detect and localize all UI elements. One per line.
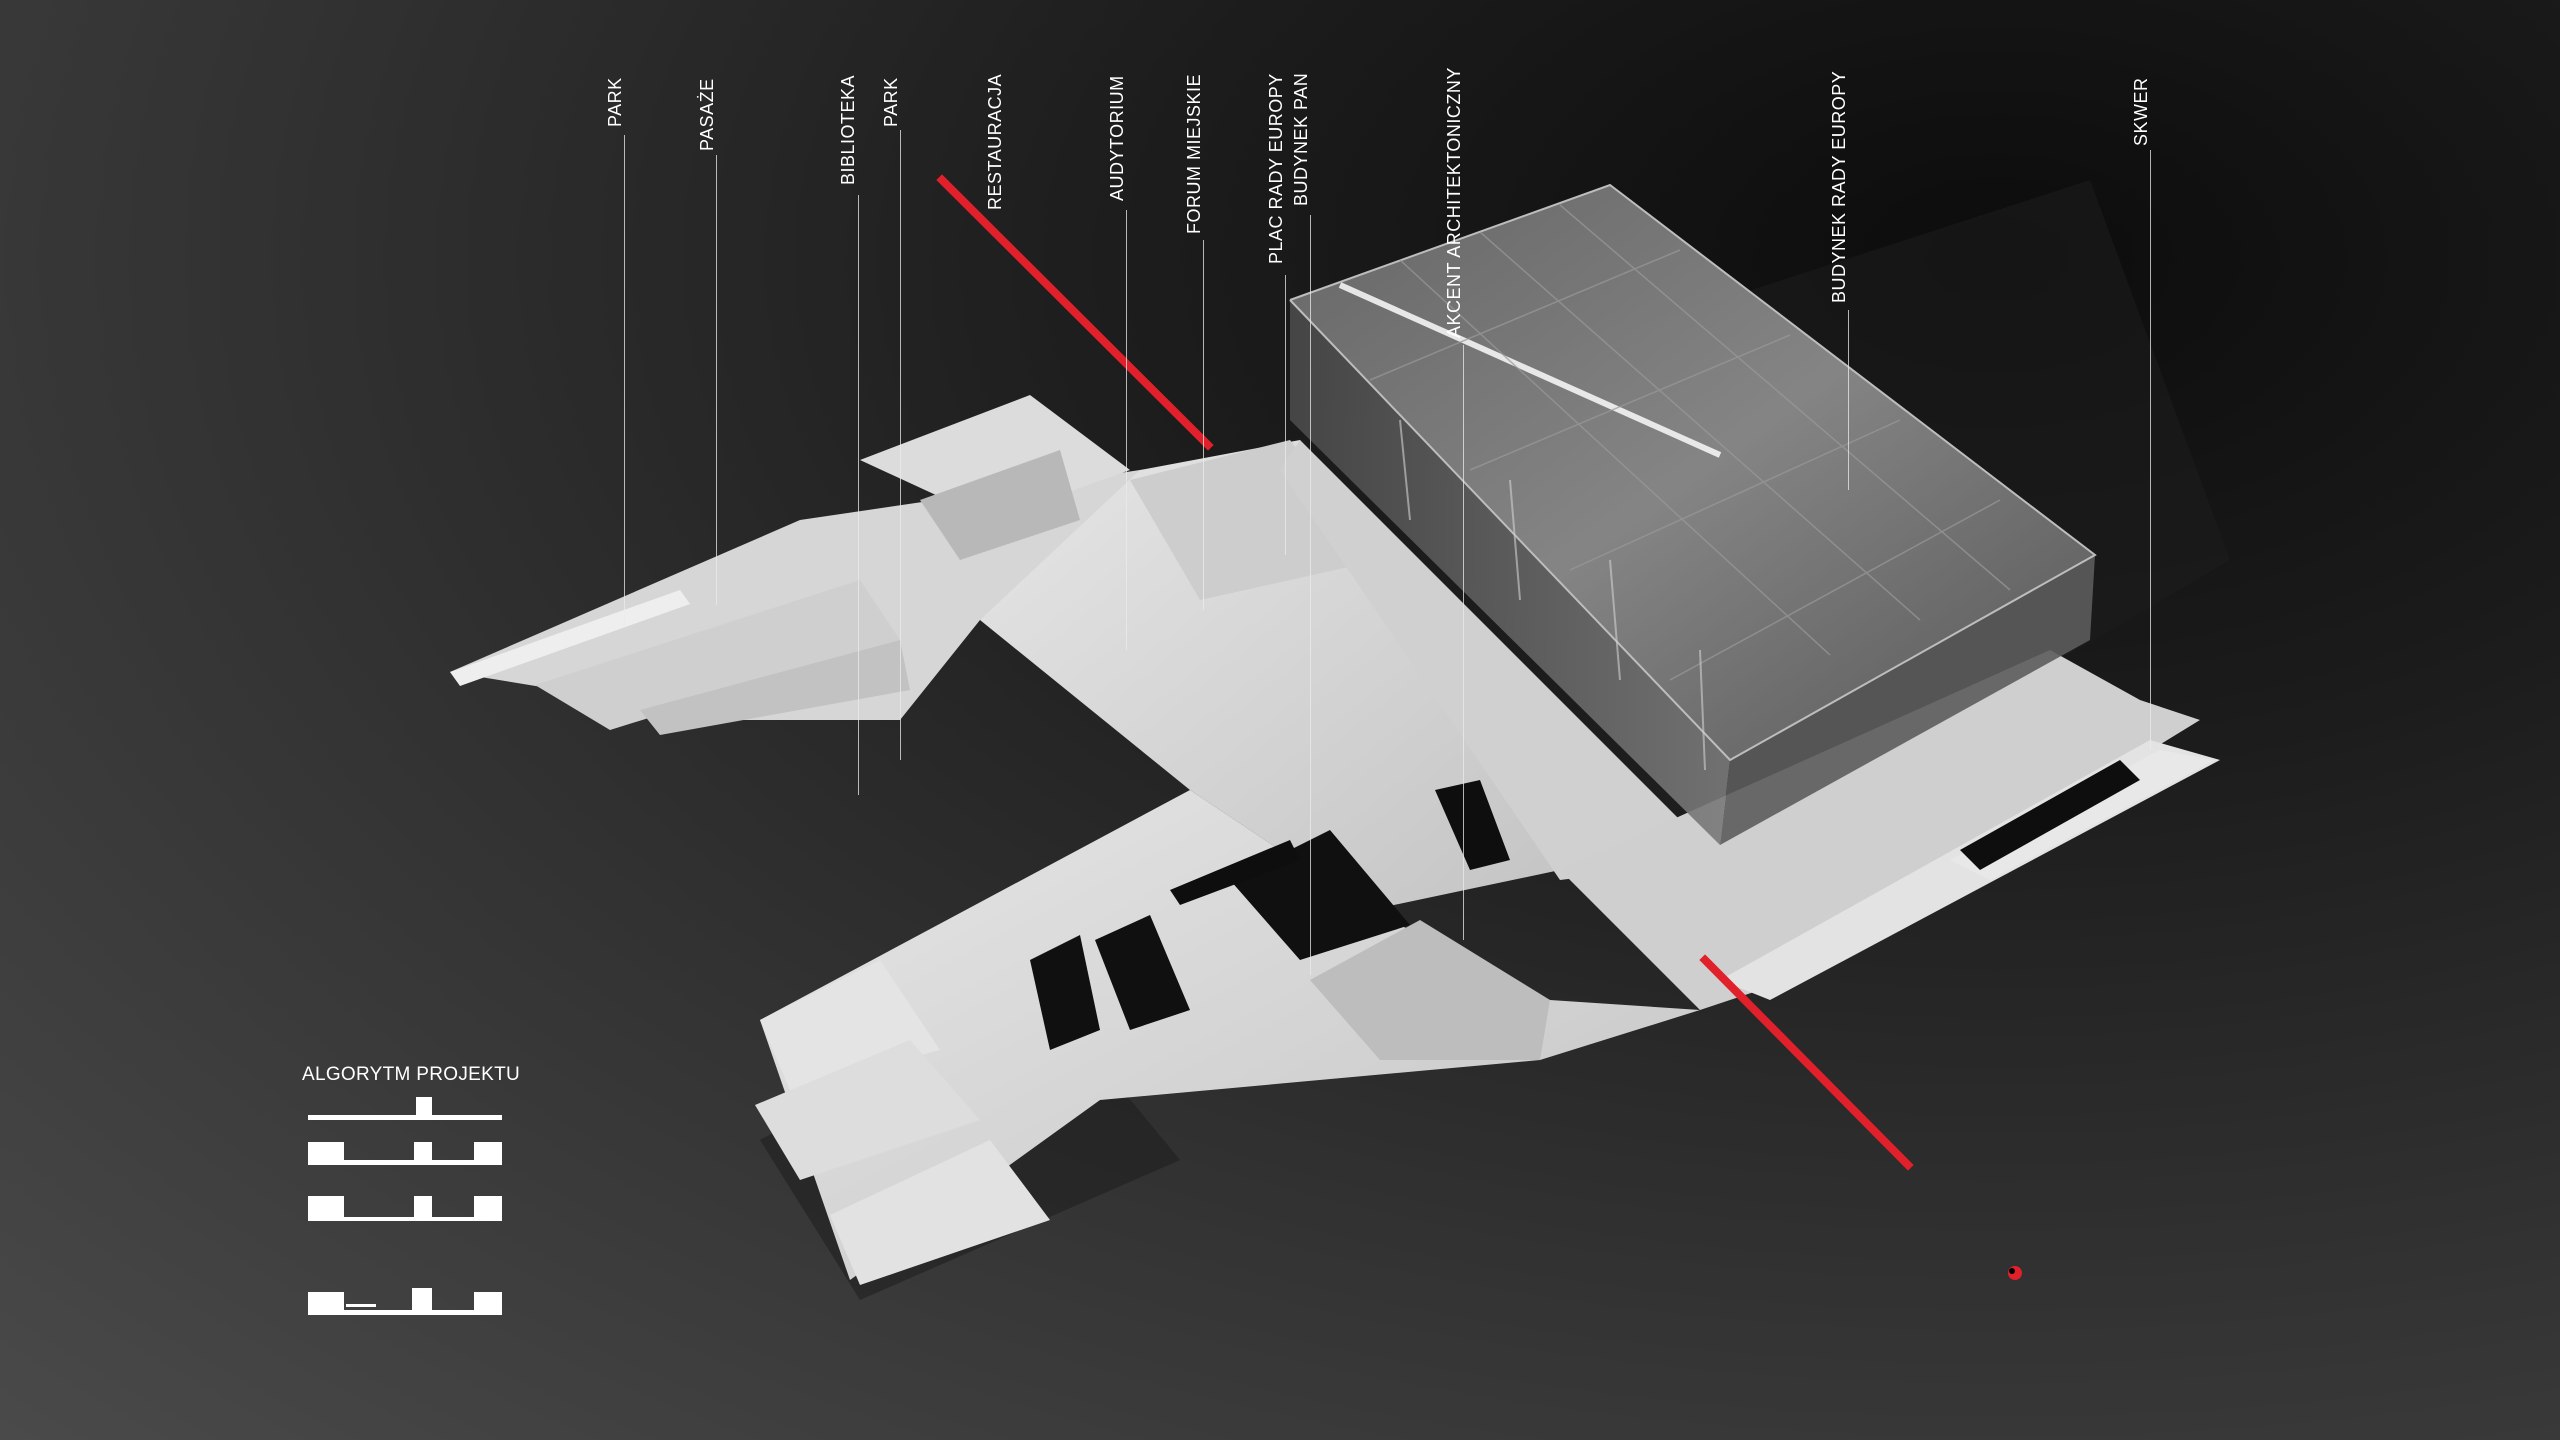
label-pasaze: PASAŻE [697,78,717,151]
leader-park-2 [900,130,901,760]
label-skwer: SKWER [2131,77,2151,146]
leader-plac-rady-europy [1285,275,1286,555]
leader-akcent-architektoniczny [1463,345,1464,940]
label-plac-rady-europy: PLAC RADY EUROPY [1266,73,1286,264]
label-restauracja: RESTAURACJA [985,73,1005,210]
label-forum-miejskie: FORUM MIEJSKIE [1184,73,1204,234]
label-budynek-rady-europy: BUDYNEK RADY EUROPY [1829,70,1849,303]
leader-biblioteka [858,195,859,795]
legend-title: ALGORYTM PROJEKTU [302,1064,521,1085]
label-biblioteka: BIBLIOTEKA [838,74,858,185]
algorithm-step-3 [308,1196,502,1221]
leader-forum-miejskie [1203,240,1204,610]
leader-budynek-rady-europy [1848,310,1849,490]
leader-pasaze [716,155,717,605]
label-park-1: PARK [605,77,625,127]
algorithm-step-4 [308,1288,502,1315]
algorithm-step-1 [308,1115,502,1120]
label-budynek-pan: BUDYNEK PAN [1291,72,1311,206]
leader-skwer [2150,150,2151,750]
model-lower-wing [755,780,1700,1285]
model-glass-building [1289,183,2097,845]
label-park-2: PARK [881,77,901,127]
label-akcent-architektoniczny: AKCENT ARCHITEKTONICZNY [1444,67,1464,338]
leader-audytorium [1126,210,1127,650]
leader-park-1 [624,135,625,625]
model-central-plaza [980,440,1720,910]
algorithm-step-2 [308,1142,502,1165]
leader-budynek-pan [1310,215,1311,975]
design-algorithm-diagram [308,1097,502,1315]
model-upper-wing [450,395,1170,735]
model-right-platform [1560,650,2220,1010]
label-audytorium: AUDYTORIUM [1107,75,1127,201]
section-line [936,174,1914,1171]
